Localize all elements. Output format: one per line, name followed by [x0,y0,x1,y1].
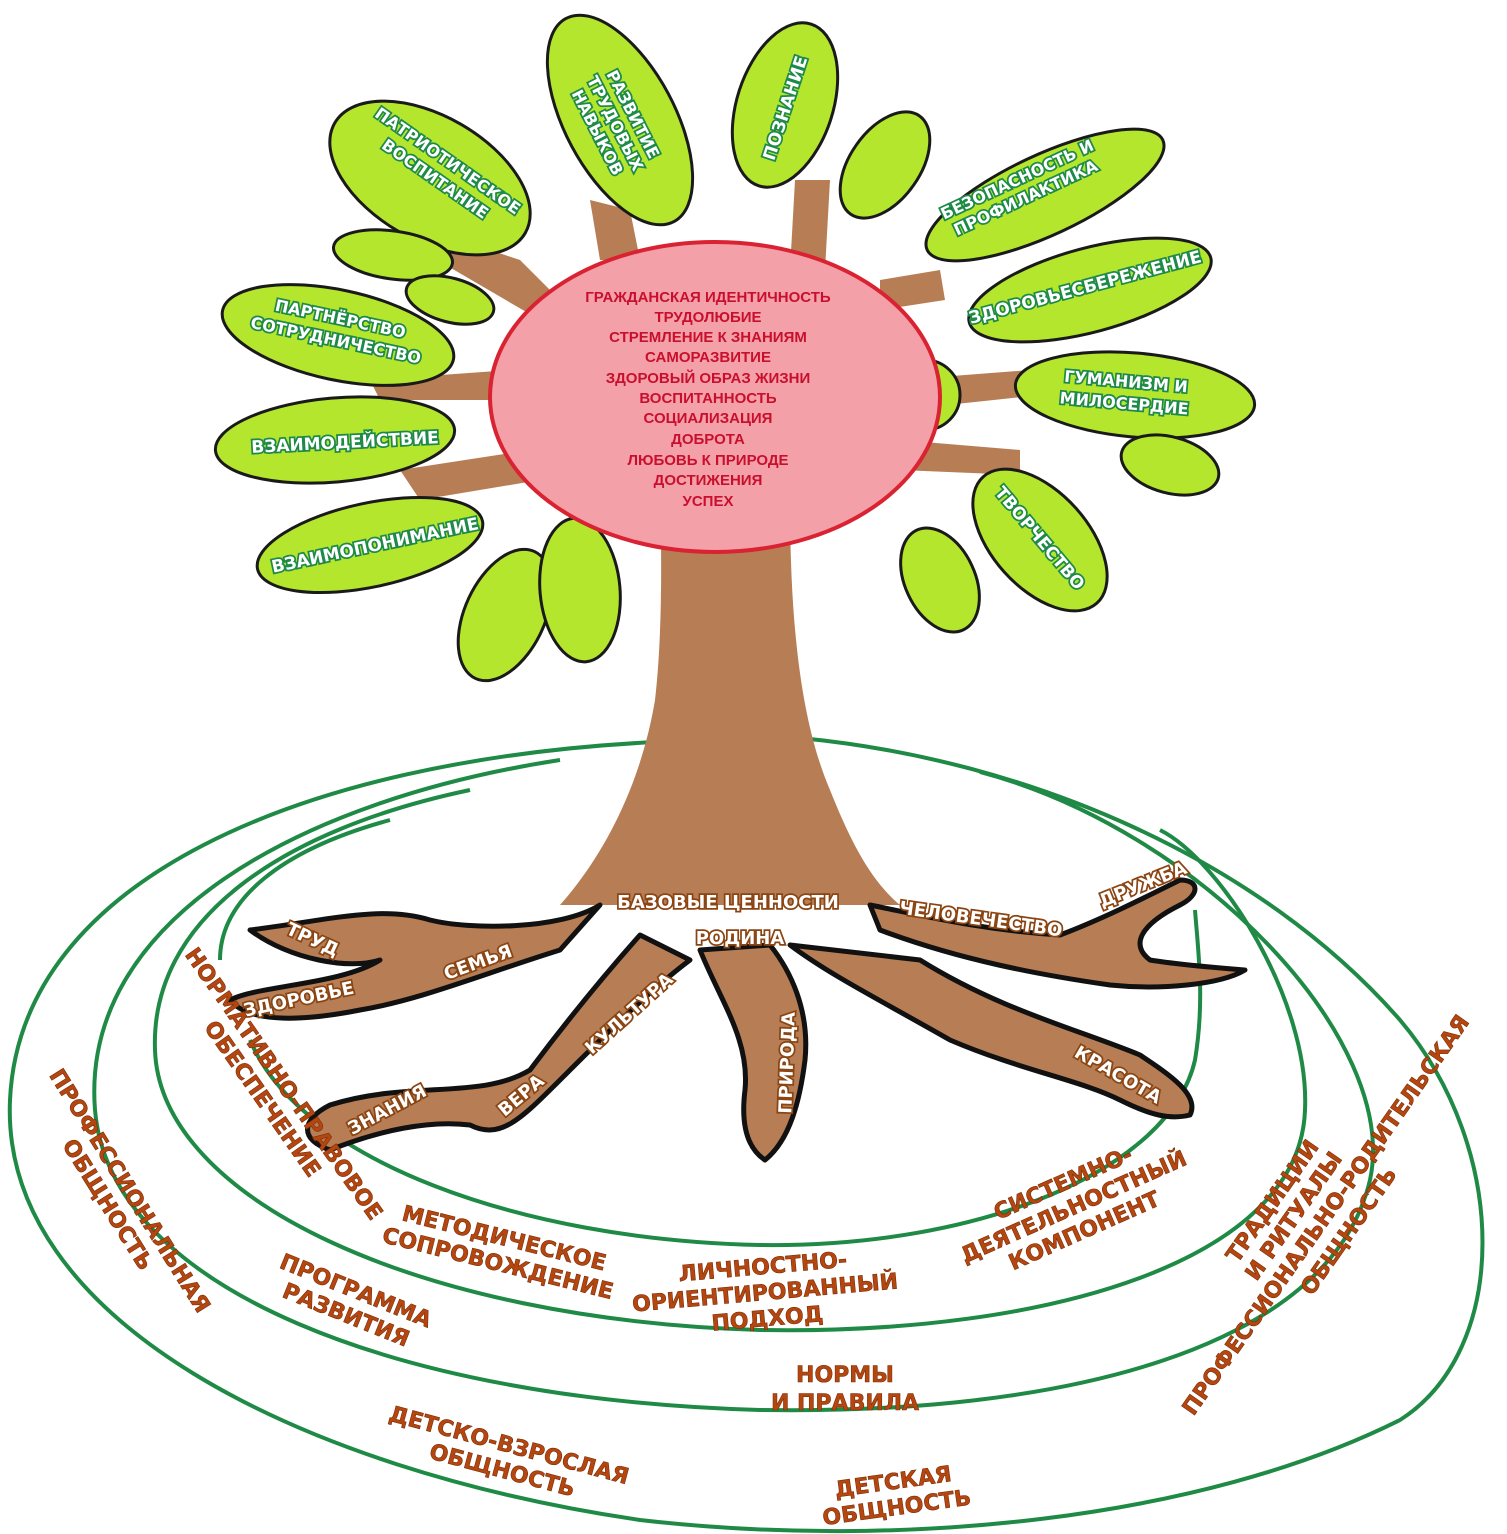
root-label-nature: ПРИРОДА [775,1012,800,1115]
crown-value: СТРЕМЛЕНИЕ К ЗНАНИЯМ [609,329,807,346]
ring-label-norms: И ПРАВИЛА [771,1391,919,1416]
crown-value: ЗДОРОВЫЙ ОБРАЗ ЖИЗНИ [606,369,811,387]
crown-value: СОЦИАЛИЗАЦИЯ [644,410,773,427]
root-label-homeland: РОДИНА [696,928,785,949]
crown-value: ВОСПИТАННОСТЬ [639,390,777,407]
leaf-small-2 [822,96,948,234]
crown-value: ДОБРОТА [671,431,745,448]
crown-value: ДОСТИЖЕНИЯ [654,472,763,489]
ring-label-professional: ПРОФЕССИОНАЛЬНАЯ [44,1065,215,1318]
crown-value: ТРУДОЛЮБИЕ [654,309,761,326]
leaf-small-6 [534,515,626,665]
crown-value: ГРАЖДАНСКАЯ ИДЕНТИЧНОСТЬ [585,289,831,306]
ring-label-prof-parent: ПРОФЕССИОНАЛЬНО-РОДИТЕЛЬСКАЯ [1178,1011,1475,1420]
ring-label-norms: НОРМЫ [796,1363,894,1388]
crown-value: ЛЮБОВЬ К ПРИРОДЕ [627,452,788,469]
crown-value: УСПЕХ [683,493,734,510]
crown-value: САМОРАЗВИТИЕ [645,349,771,366]
root-label-base-values: БАЗОВЫЕ ЦЕННОСТИ [617,892,839,913]
